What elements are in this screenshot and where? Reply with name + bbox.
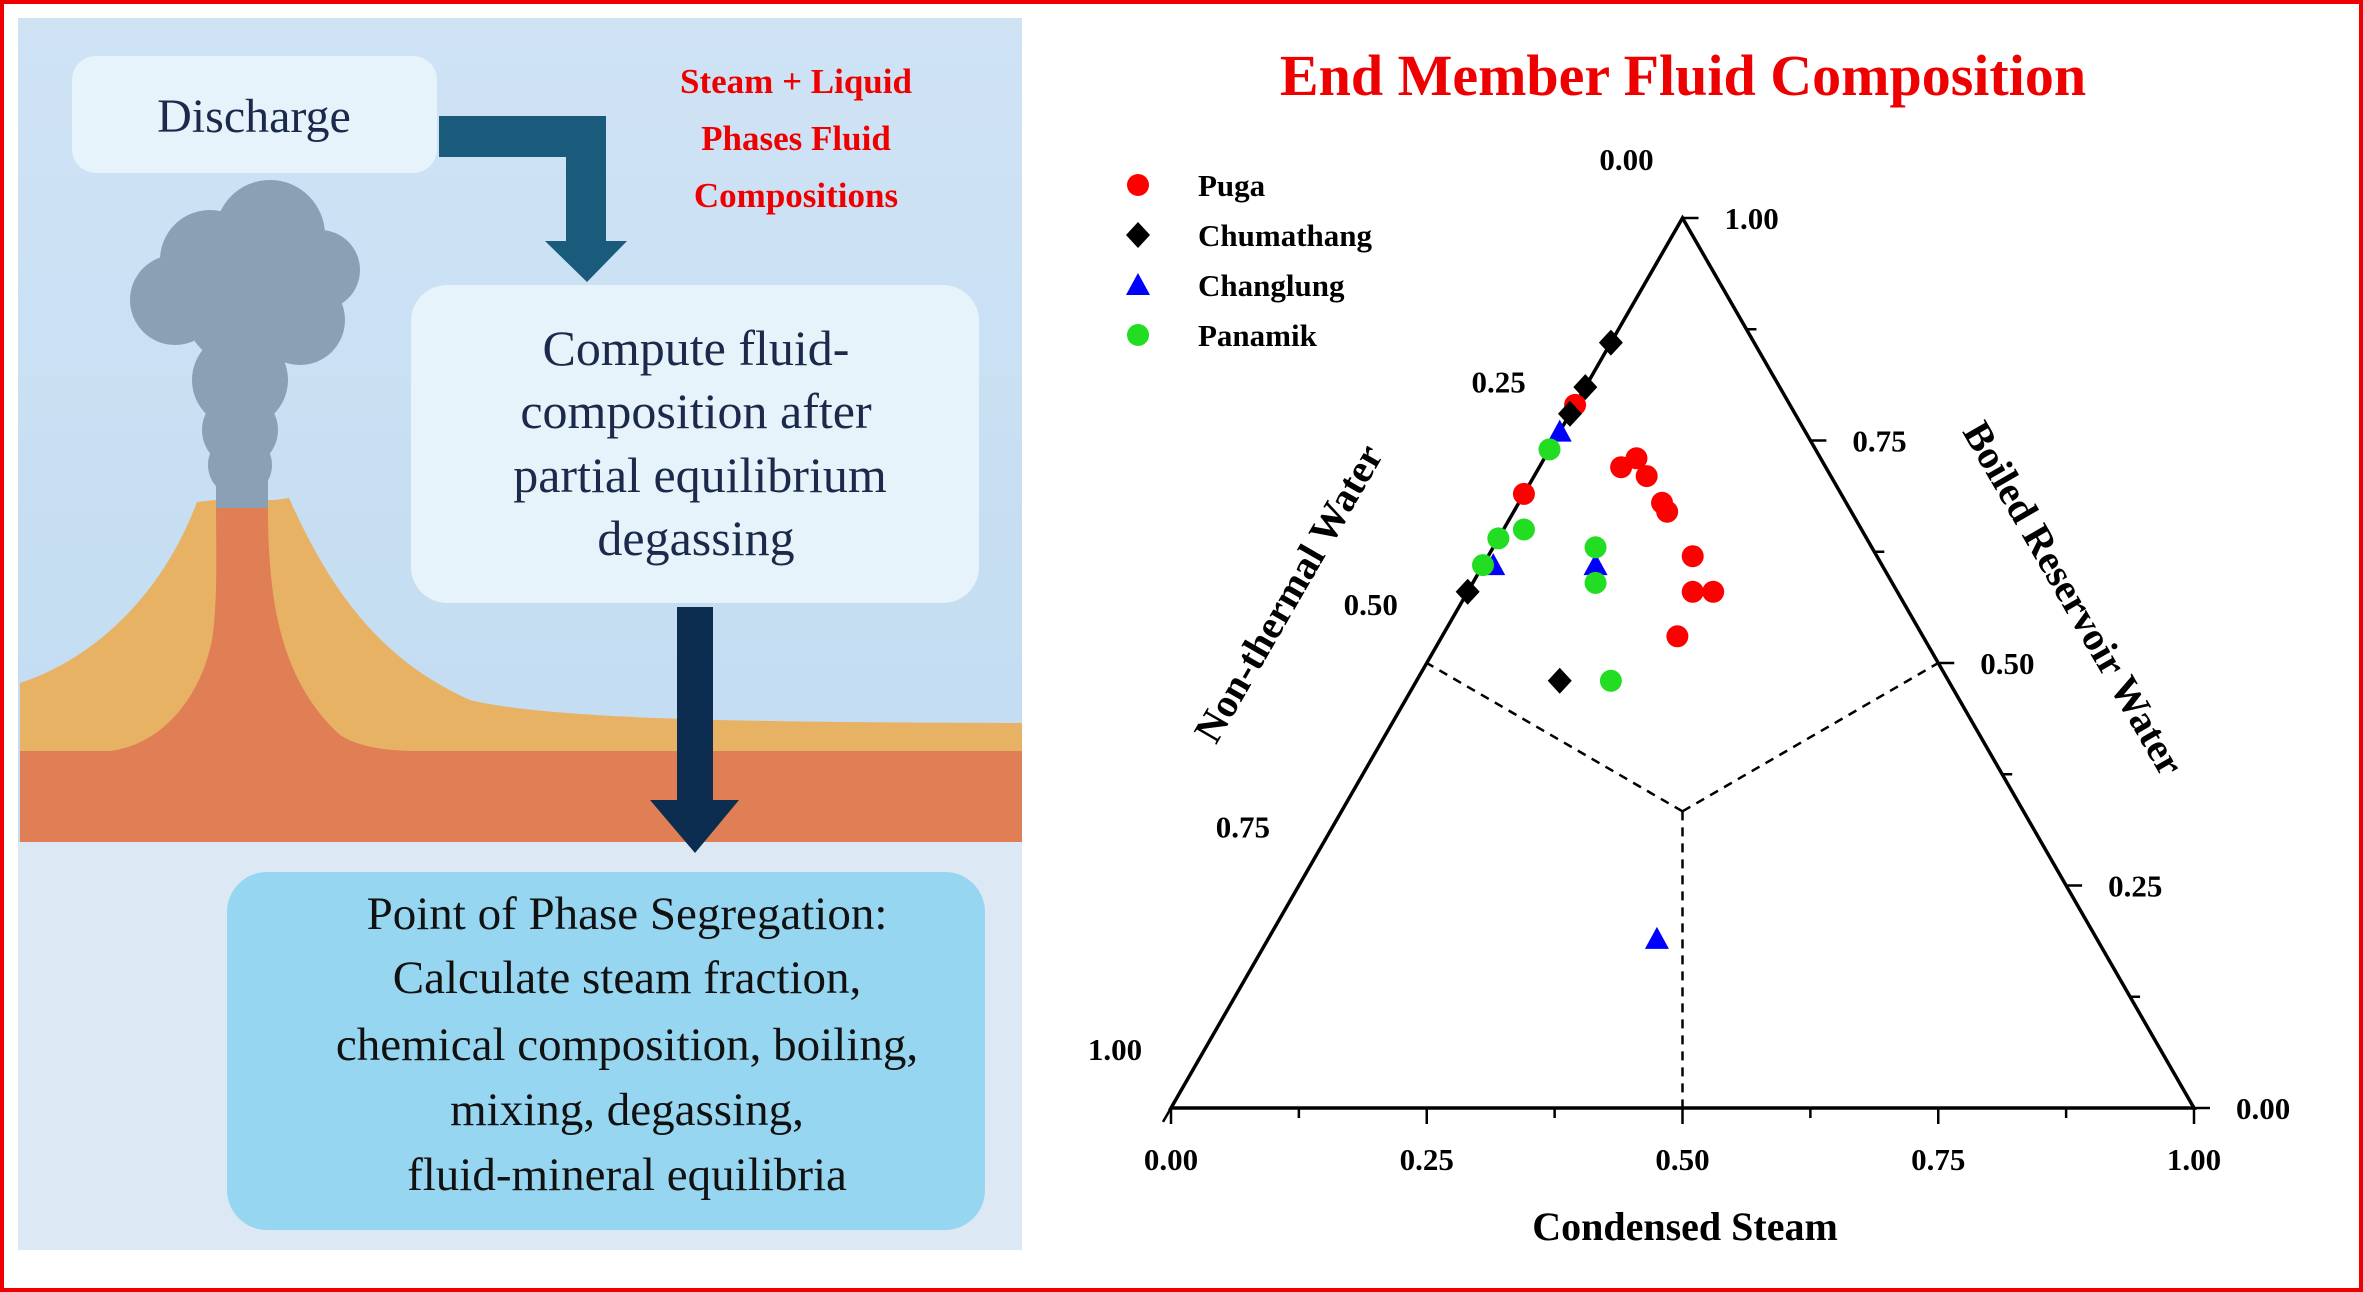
reference-dashed-line xyxy=(1426,661,1684,813)
left-tick-label: 0.75 xyxy=(1216,810,1270,845)
compute-line-1: Compute fluid- xyxy=(543,320,850,376)
data-point-changlung xyxy=(1583,553,1608,576)
magma-conduit xyxy=(110,506,420,751)
data-point-chumathang xyxy=(1547,667,1572,694)
right-tick-label: 0.25 xyxy=(2108,869,2162,904)
segregation-line-4: mixing, degassing, xyxy=(450,1084,804,1136)
triangle-marker-icon xyxy=(1126,273,1150,295)
legend-label: Changlung xyxy=(1198,268,1345,303)
flow-diagram-panel: Discharge Steam + Liquid Phases Fluid Co… xyxy=(18,18,1022,1250)
axis-ticks xyxy=(1161,216,2210,1124)
right-tick-label: 0.00 xyxy=(2236,1091,2290,1126)
data-point-puga xyxy=(1702,580,1725,603)
legend-label: Puga xyxy=(1198,168,1266,203)
data-point-changlung xyxy=(1547,419,1572,442)
bottom-tick-label: 0.75 xyxy=(1911,1142,1965,1177)
data-point-chumathang xyxy=(1598,329,1623,356)
series-puga xyxy=(1512,393,1725,648)
legend-label: Panamik xyxy=(1198,318,1318,353)
left-axis-tick xyxy=(1228,996,1237,1007)
phases-note-line-3: Compositions xyxy=(694,176,898,215)
data-point-puga xyxy=(1666,625,1689,648)
data-point-puga xyxy=(1512,482,1535,505)
series-chumathang xyxy=(1455,329,1623,694)
bottom-tick-label: 0.00 xyxy=(1144,1142,1198,1177)
left-axis-tick xyxy=(1417,662,1428,678)
arrow-down-icon xyxy=(439,116,627,282)
data-point-panamik xyxy=(1472,554,1495,577)
legend-label: Chumathang xyxy=(1198,218,1372,253)
smoke-plume-icon xyxy=(130,180,360,508)
data-point-panamik xyxy=(1584,536,1607,559)
left-axis-tick xyxy=(1289,884,1300,900)
diamond-marker-icon xyxy=(1126,222,1150,248)
phases-note-line-2: Phases Fluid xyxy=(701,119,891,158)
compute-line-4: degassing xyxy=(597,510,794,566)
bottom-tick-label: 0.50 xyxy=(1655,1142,1709,1177)
right-tick-label: 0.75 xyxy=(1852,424,1906,459)
left-axis-tick xyxy=(1673,217,1684,233)
bottom-tick-label: 0.25 xyxy=(1400,1142,1454,1177)
right-tick-label: 0.50 xyxy=(1980,646,2034,681)
circle-marker-icon xyxy=(1127,174,1149,196)
data-point-puga xyxy=(1681,580,1704,603)
chart-title: End Member Fluid Composition xyxy=(1280,43,2086,108)
circle-marker-icon xyxy=(1127,324,1149,346)
series-panamik xyxy=(1472,438,1622,692)
axis-title-bottom: Condensed Steam xyxy=(1532,1204,1838,1249)
data-point-changlung xyxy=(1644,926,1669,949)
segregation-line-2: Calculate steam fraction, xyxy=(393,952,862,1004)
data-point-puga xyxy=(1681,545,1704,568)
left-tick-label: 0.00 xyxy=(1599,142,1653,177)
data-point-panamik xyxy=(1538,438,1561,461)
data-point-panamik xyxy=(1512,518,1535,541)
reference-dashed-line xyxy=(1681,661,1939,813)
arrow-down-icon xyxy=(650,607,739,853)
right-tick-label: 1.00 xyxy=(1725,201,1779,236)
data-point-chumathang xyxy=(1557,400,1582,427)
segregation-line-1: Point of Phase Segregation: xyxy=(367,888,888,940)
segregation-line-5: fluid-mineral equilibria xyxy=(407,1149,847,1201)
data-point-puga xyxy=(1625,447,1648,470)
data-point-panamik xyxy=(1584,571,1607,594)
data-point-puga xyxy=(1635,465,1658,488)
bottom-tick-label: 1.00 xyxy=(2167,1142,2221,1177)
data-point-chumathang xyxy=(1455,578,1480,605)
volcano-illustration xyxy=(20,180,1022,842)
compute-box xyxy=(411,285,979,603)
data-point-chumathang xyxy=(1573,374,1598,401)
phase-segregation-box xyxy=(227,872,985,1230)
compute-line-2: composition after xyxy=(520,383,872,439)
left-axis-tick xyxy=(1161,1107,1173,1123)
data-point-panamik xyxy=(1487,527,1510,550)
left-tick-label: 1.00 xyxy=(1088,1032,1142,1067)
axis-tick-labels: 0.00 0.00 0.00 0.25 0.25 0.25 0.50 0.50 0.50 0.75… xyxy=(1088,142,2290,1177)
compute-line-3: partial equilibrium xyxy=(513,447,887,503)
left-axis-tick xyxy=(1356,773,1364,784)
discharge-box xyxy=(72,56,437,173)
data-points xyxy=(1455,329,1725,949)
segregation-line-3: chemical composition, boiling, xyxy=(336,1019,918,1071)
phases-note-line-1: Steam + Liquid xyxy=(680,62,912,101)
reference-lines xyxy=(1426,661,1939,1108)
data-point-panamik xyxy=(1599,669,1622,692)
magma-layer xyxy=(20,751,1022,842)
data-point-puga xyxy=(1656,500,1679,523)
left-tick-label: 0.50 xyxy=(1344,587,1398,622)
left-tick-label: 0.25 xyxy=(1472,365,1526,400)
discharge-label: Discharge xyxy=(157,90,351,143)
